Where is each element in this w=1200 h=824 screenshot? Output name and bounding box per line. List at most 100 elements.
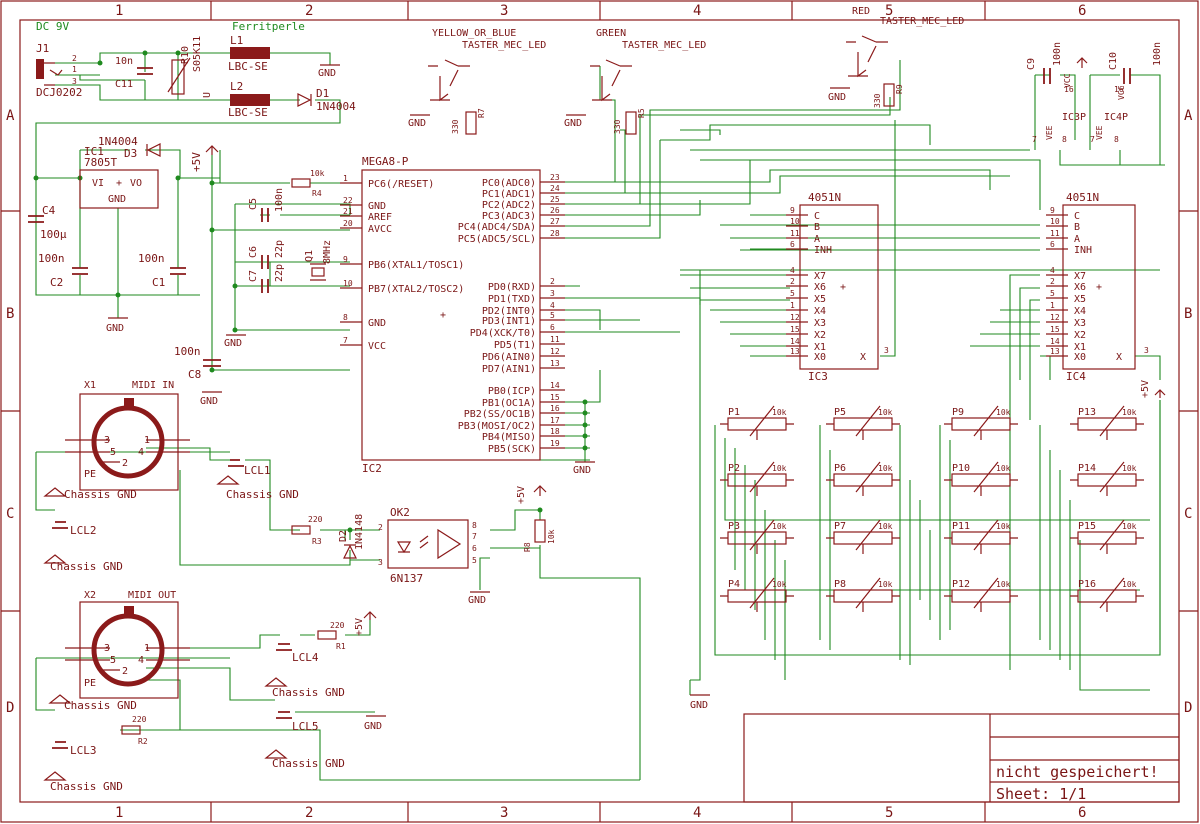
ic2-pin-number: 11 xyxy=(550,335,560,344)
pot-arrow xyxy=(1099,461,1125,493)
row-label: D xyxy=(1184,700,1192,716)
col-label: 4 xyxy=(693,3,701,19)
cap-value: 100n xyxy=(1152,42,1163,66)
supply-pin-num: 8 xyxy=(1114,135,1119,144)
mux-pin-number: 1 xyxy=(790,301,795,310)
ferrite-label: Ferritperle xyxy=(232,20,305,33)
ic1-plus: + xyxy=(116,178,122,189)
pot-label: P3 xyxy=(728,521,740,532)
pot-label: P14 xyxy=(1078,463,1096,474)
ok2-pin: 5 xyxy=(472,556,477,565)
mux-pin-name: X2 xyxy=(814,330,826,341)
row-label: D xyxy=(6,700,14,716)
d3-value: 1N4004 xyxy=(98,135,138,148)
ok2-label: OK2 xyxy=(390,506,410,519)
ic2-body xyxy=(361,169,541,461)
ic2-pin-number: 23 xyxy=(550,173,560,182)
ic2-right-pins: PC0(ADC0)23PC1(ADC1)24PC2(ADC2)25PC3(ADC… xyxy=(458,173,565,455)
pot-value: 10k xyxy=(1122,408,1137,417)
pot-arrow xyxy=(1099,577,1125,609)
ic2-pin-number: 16 xyxy=(550,404,560,413)
d3-label: D3 xyxy=(124,147,137,160)
ok2-pin: 8 xyxy=(472,521,477,530)
mux-pin-number: 15 xyxy=(790,325,800,334)
mux-pin-number: 14 xyxy=(1050,337,1060,346)
r3-label: R3 xyxy=(312,537,322,546)
switch-part: TASTER_MEC_LED xyxy=(622,40,706,51)
lcl5-gnd-label: GND xyxy=(364,721,382,732)
pot-grid-gnd-label: GND xyxy=(690,700,708,711)
r10-label: R10 xyxy=(180,46,191,64)
pot-arrow xyxy=(973,461,999,493)
mux-pin-number: 10 xyxy=(1050,217,1060,226)
ic2-pin-name: PD1(TXD) xyxy=(488,294,536,305)
pot-arrow xyxy=(749,461,775,493)
switch-part: TASTER_MEC_LED xyxy=(880,16,964,27)
pot-leads xyxy=(1070,595,1144,612)
ic2-pin-number: 8 xyxy=(343,313,348,322)
pot-body xyxy=(951,417,1011,431)
pot-body xyxy=(951,473,1011,487)
supply-pin-num: 16 xyxy=(1114,85,1124,94)
pot-value: 10k xyxy=(878,522,893,531)
d2-diode-symbol xyxy=(343,544,357,559)
col-label: 3 xyxy=(500,805,508,821)
ok2-gnd-label: GND xyxy=(468,595,486,606)
ic2-value: MEGA8-P xyxy=(362,155,409,168)
svg-text:1: 1 xyxy=(72,65,77,74)
pot-label: P16 xyxy=(1078,579,1096,590)
r3-value: 220 xyxy=(308,515,323,524)
mux-name: IC4 xyxy=(1066,370,1086,383)
mux-pin-name: X4 xyxy=(814,306,826,317)
pot-value: 10k xyxy=(878,580,893,589)
mux-pin-number: 14 xyxy=(790,337,800,346)
mux-pin-number: 6 xyxy=(790,240,795,249)
lcl2-chassis: Chassis GND xyxy=(50,560,123,573)
frame-row-labels-right: A B C D xyxy=(1184,108,1193,716)
switch-gnd: GND xyxy=(564,118,582,129)
j1-value: DCJ0202 xyxy=(36,86,82,99)
pot-label: P5 xyxy=(834,407,846,418)
switch-part: TASTER_MEC_LED xyxy=(462,40,546,51)
row-label: B xyxy=(1184,306,1192,322)
mux-pin-number: 2 xyxy=(1050,277,1055,286)
midi-out-pin: 1 xyxy=(144,643,150,654)
c5-label: C5 xyxy=(248,198,259,210)
pot-leads xyxy=(720,595,794,612)
c8-capacitor-symbol xyxy=(203,359,221,367)
col-label: 5 xyxy=(885,3,893,19)
col-label: 6 xyxy=(1078,3,1086,19)
r8-value: 10k xyxy=(547,529,556,544)
ic2-pin-number: 21 xyxy=(343,207,353,216)
mux-pin-name: X5 xyxy=(1074,294,1086,305)
c1-value: 100n xyxy=(138,252,165,265)
c8-label: C8 xyxy=(188,368,201,381)
pot-arrow xyxy=(1099,405,1125,437)
mcu-section: MEGA8-P IC2 + PC6(/RESET)1GND22AREF21AVC… xyxy=(174,155,595,476)
c11-value: 10n xyxy=(115,56,133,67)
midi-in-pe: PE xyxy=(84,469,96,480)
ic2-pin-name: AREF xyxy=(368,212,392,223)
row-label: B xyxy=(6,306,14,322)
pot-body xyxy=(1077,473,1137,487)
r10-varistor-symbol xyxy=(167,57,191,95)
pot-value: 10k xyxy=(996,464,1011,473)
r1-plus5v-label: +5V xyxy=(354,618,365,636)
regulator-gnd-label: GND xyxy=(106,323,124,334)
j1-label: J1 xyxy=(36,42,49,55)
c7-label: C7 xyxy=(248,270,259,282)
r1-label: R1 xyxy=(336,642,346,651)
pot-arrow xyxy=(749,405,775,437)
pot-leads xyxy=(826,537,900,554)
pot-value: 10k xyxy=(772,580,787,589)
mux-pin-name: X0 xyxy=(1074,352,1086,363)
l1-value: LBC-SE xyxy=(228,60,268,73)
mux-pin-name: X3 xyxy=(814,318,826,329)
c7-value: 22p xyxy=(274,264,285,282)
d1-value: 1N4004 xyxy=(316,100,356,113)
mux-pin-number: 1 xyxy=(1050,301,1055,310)
pot-value: 10k xyxy=(772,522,787,531)
